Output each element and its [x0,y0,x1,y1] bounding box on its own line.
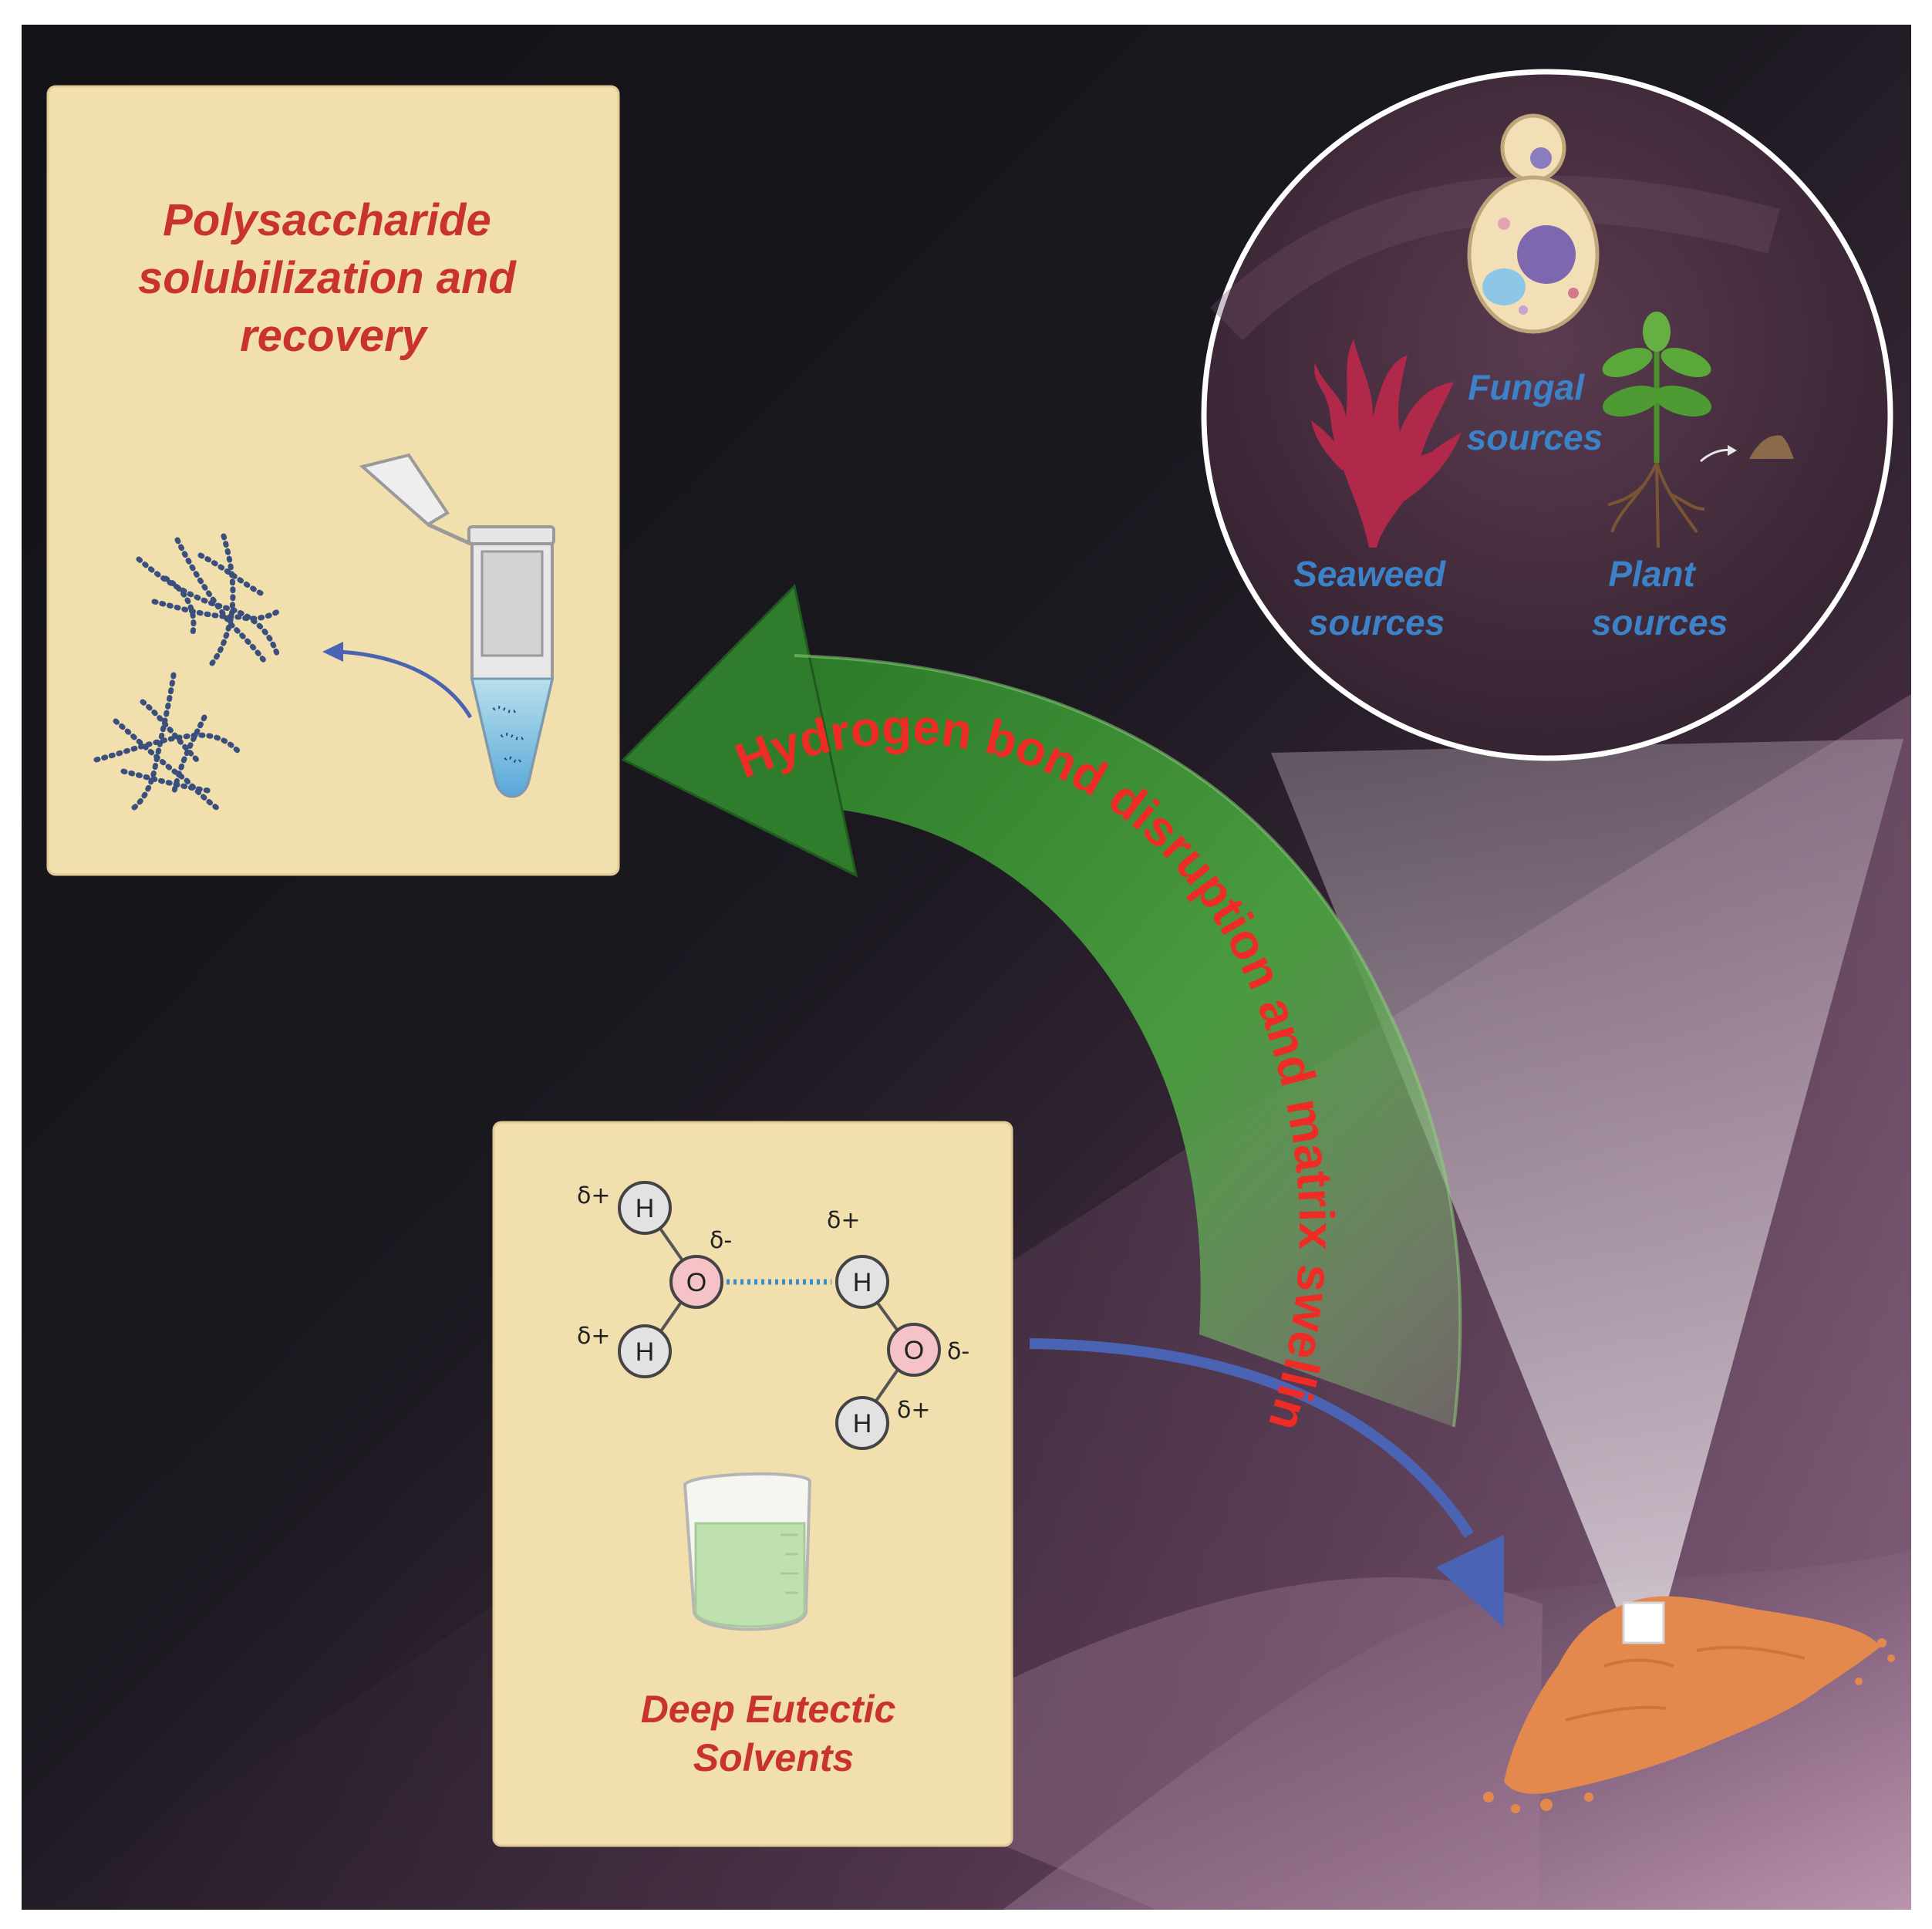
seaweed-sources-line: sources [1309,602,1445,642]
charge-label: δ+ [897,1397,931,1424]
recovery-panel-title: Polysaccharide solubilization and recove… [138,195,528,361]
recovery-title-line: solubilization and [138,253,517,303]
water-molecule-icon: H H O H O H δ+ δ- δ+ δ+ δ- δ+ [577,1181,969,1450]
atom-label: O [686,1268,706,1297]
charge-label: δ- [947,1338,969,1365]
solvent-to-biomass-arrowhead [1436,1535,1504,1627]
atom-label: H [853,1268,872,1297]
solvent-title-line: Solvents [693,1736,854,1779]
h-atom [618,1324,672,1378]
recovery-arrow-icon [339,649,473,719]
seaweed-icon [1311,339,1462,548]
microcentrifuge-tube-icon [359,453,555,798]
sources-circle: Fungal sources Seaweed sources Plant sou… [1201,69,1893,761]
beaker-icon [683,1472,812,1631]
atom-label: H [853,1409,872,1438]
charge-label: δ+ [577,1182,611,1209]
recovery-panel: Polysaccharide solubilization and recove… [46,85,620,876]
charge-label: δ- [710,1227,732,1254]
atom-label: H [636,1337,655,1367]
soil-pile-icon [1749,435,1794,459]
biomass-powder-icon [1483,1596,1895,1813]
charge-label: δ+ [827,1207,861,1234]
plant-sources-label: Plant sources [1592,554,1728,642]
plant-sources-line: Plant [1608,554,1696,594]
atom-label: H [636,1194,655,1223]
solvent-title-line: Deep Eutectic [641,1688,896,1731]
fungal-sources-line: sources [1467,417,1603,457]
solvent-to-biomass-arrow [1029,1338,1474,1538]
solvent-panel-title: Deep Eutectic Solvents [641,1688,907,1779]
sample-square [1622,1601,1665,1644]
solvent-panel: H H O H O H δ+ δ- δ+ δ+ δ- δ+ Deep Eu [492,1121,1013,1847]
light-beam [1271,739,1903,1635]
recovery-title-line: Polysaccharide [163,195,491,245]
fungal-sources-line: Fungal [1468,367,1585,407]
recovery-title-line: recovery [240,311,429,361]
atom-label: O [904,1336,924,1365]
seaweed-sources-line: Seaweed [1293,554,1446,594]
h-atom [835,1396,889,1450]
charge-label: δ+ [577,1323,611,1350]
h-atom [618,1181,672,1235]
plant-sources-line: sources [1592,602,1728,642]
o-atom [669,1255,723,1309]
h-atom [835,1255,889,1309]
fungal-sources-label: Fungal sources [1467,367,1603,457]
yeast-cell-icon [1467,113,1600,334]
seaweed-sources-label: Seaweed sources [1293,554,1455,642]
o-atom [887,1323,941,1377]
polysaccharide-chain-icon [93,533,285,813]
plant-icon [1602,312,1711,548]
